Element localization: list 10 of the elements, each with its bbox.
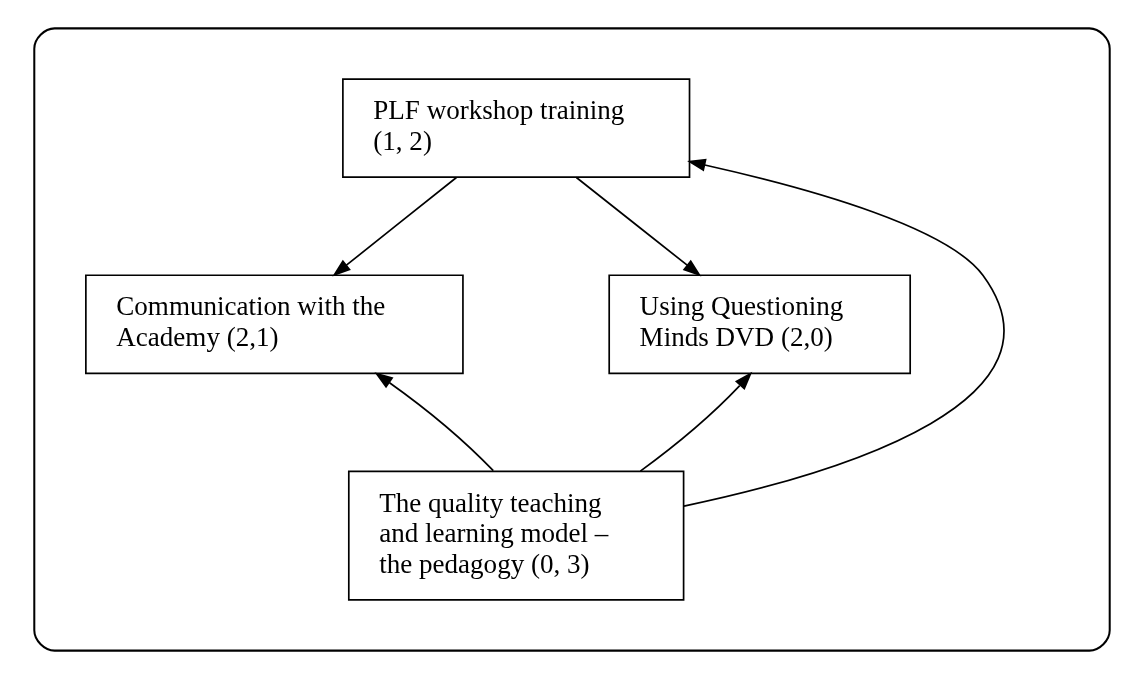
node-box: Communication with the Academy (2,1) [84, 274, 464, 375]
arrow [639, 371, 752, 472]
node-box: The quality teaching and learning model – the pedagogy (0, 3) [347, 470, 684, 601]
arrow [682, 158, 1005, 507]
cluster [32, 27, 1111, 652]
node-box: Using Questioning Minds DVD (2,0) [607, 274, 911, 375]
arrow [575, 176, 701, 277]
arrow [331, 176, 457, 277]
node-box: PLF workshop training (1, 2) [341, 78, 690, 178]
arrow [373, 372, 494, 472]
